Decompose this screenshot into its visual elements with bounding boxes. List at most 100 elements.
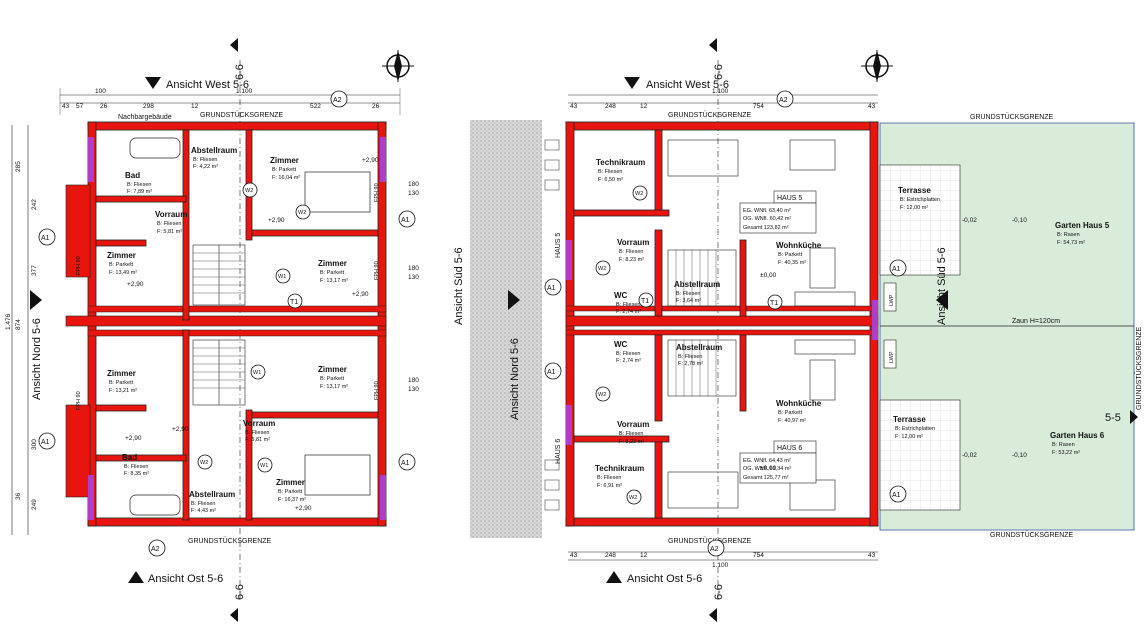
right-view-east: Ansicht Ost 5-6 bbox=[627, 573, 702, 585]
tag-t1-right-1: T1 bbox=[638, 292, 654, 308]
left-dim-12: 12 bbox=[191, 103, 199, 110]
sofa-top-2 bbox=[794, 291, 856, 307]
right-dim-43b: 43 bbox=[868, 103, 876, 110]
view-arrow-east-left bbox=[128, 571, 144, 583]
right-boundary-top: GRUNDSTÜCKSGRENZE bbox=[668, 111, 752, 119]
svg-text:B: Rasen: B: Rasen bbox=[1057, 232, 1080, 238]
svg-text:F: 7,89 m²: F: 7,89 m² bbox=[127, 189, 152, 195]
haus5-summary: HAUS 5 EG. WNfl. 63,40 m² OG. WNfl. 60,4… bbox=[739, 190, 817, 234]
room-vorraum-2: Vorraum B: Fliesen F: 5,81 m² bbox=[243, 419, 275, 443]
svg-text:A1: A1 bbox=[41, 439, 50, 446]
room-wohnkueche-r2: Wohnküche B: Parkett F: 40,97 m² bbox=[776, 399, 822, 424]
left-dim-26b: 26 bbox=[372, 103, 380, 110]
tag-a1-left-r2: A1 bbox=[544, 362, 562, 380]
right-dim-total-bottom: 1.100 bbox=[712, 562, 729, 569]
room-abstellraum-r1: Abstellraum B: Fliesen F: 3,64 m² bbox=[674, 280, 720, 304]
left-fph-4: FPH 90 bbox=[76, 391, 82, 410]
room-garten-haus6: Garten Haus 6 B: Rasen F: 53,22 m² bbox=[1050, 431, 1105, 456]
bed-top bbox=[304, 171, 371, 213]
svg-text:Vorraum: Vorraum bbox=[617, 420, 649, 429]
svg-text:B: Rasen: B: Rasen bbox=[1052, 442, 1075, 448]
svg-text:A1: A1 bbox=[41, 235, 50, 242]
svg-text:F: 8,35 m²: F: 8,35 m² bbox=[124, 471, 149, 477]
svg-text:W2: W2 bbox=[598, 392, 606, 398]
svg-text:B: Estrichplatten: B: Estrichplatten bbox=[895, 426, 935, 432]
terrace-top bbox=[879, 164, 961, 276]
svg-text:B: Parkett: B: Parkett bbox=[278, 489, 303, 495]
view-arrow-south-right bbox=[936, 290, 948, 310]
left-dim-43: 43 bbox=[62, 103, 70, 110]
svg-text:Garten Haus 6: Garten Haus 6 bbox=[1050, 431, 1105, 440]
compass-icon-left bbox=[382, 50, 414, 82]
left-dim-522: 522 bbox=[310, 103, 321, 110]
room-technikraum-1: Technikraum B: Fliesen F: 6,50 m² bbox=[596, 158, 645, 183]
svg-text:B: Fliesen: B: Fliesen bbox=[598, 169, 622, 175]
room-zimmer-2: Zimmer B: Parkett F: 13,49 m² bbox=[107, 251, 137, 276]
svg-text:B: Fliesen: B: Fliesen bbox=[157, 221, 181, 227]
svg-text:F: 6,50 m²: F: 6,50 m² bbox=[598, 177, 623, 183]
svg-text:B: Parkett: B: Parkett bbox=[320, 270, 345, 276]
svg-text:B: Fliesen: B: Fliesen bbox=[191, 501, 215, 507]
haus6-vertical: HAUS 6 bbox=[555, 439, 562, 464]
svg-text:Vorraum: Vorraum bbox=[155, 210, 187, 219]
svg-text:F: 12,00 m²: F: 12,00 m² bbox=[900, 205, 928, 211]
svg-text:F: 8,23 m²: F: 8,23 m² bbox=[619, 439, 644, 445]
table-top bbox=[789, 139, 836, 171]
svg-text:F: 4,22 m²: F: 4,22 m² bbox=[193, 164, 218, 170]
right-dim-total: 1.100 bbox=[712, 88, 729, 95]
svg-text:Zimmer: Zimmer bbox=[270, 156, 299, 165]
tag-w2-right-1: W2 bbox=[632, 185, 648, 201]
svg-text:HAUS 6: HAUS 6 bbox=[777, 445, 802, 452]
svg-text:W2: W2 bbox=[245, 188, 253, 194]
right-section-bottom: 6-6 bbox=[713, 584, 725, 600]
left-vdim-0: 285 bbox=[15, 161, 22, 172]
svg-text:A1: A1 bbox=[892, 266, 901, 273]
left-win-dim-2: 130 bbox=[408, 190, 419, 197]
svg-text:F: 12,00 m²: F: 12,00 m² bbox=[895, 434, 923, 440]
svg-text:HAUS 5: HAUS 5 bbox=[777, 195, 802, 202]
svg-text:Vorraum: Vorraum bbox=[617, 238, 649, 247]
tag-t1-left-1: T1 bbox=[287, 293, 303, 309]
left-level-1: +2,90 bbox=[268, 217, 285, 224]
right-bdim-248: 248 bbox=[605, 552, 616, 559]
right-boundary-side: GRUNDSTÜCKSGRENZE bbox=[1135, 326, 1143, 410]
svg-text:B: Estrichplatten: B: Estrichplatten bbox=[900, 197, 940, 203]
tag-w2-left-3: W2 bbox=[197, 454, 213, 470]
left-level-4: +2,90 bbox=[125, 435, 142, 442]
svg-text:B: Parkett: B: Parkett bbox=[109, 380, 134, 386]
svg-text:Bad: Bad bbox=[122, 453, 137, 462]
section-marker-top-right bbox=[709, 38, 717, 52]
room-terrasse-r1: Terrasse B: Estrichplatten F: 12,00 m² bbox=[898, 186, 940, 211]
svg-text:T1: T1 bbox=[770, 300, 778, 307]
right-view-south-left: Ansicht Süd 5-6 bbox=[453, 247, 465, 325]
compass-icon-right bbox=[861, 50, 893, 82]
tag-a1-left-2: A1 bbox=[38, 432, 56, 450]
tag-a2-bottom-left: A2 bbox=[148, 539, 166, 557]
svg-text:Abstellraum: Abstellraum bbox=[674, 280, 720, 289]
svg-text:B: Fliesen: B: Fliesen bbox=[193, 157, 217, 163]
svg-text:F: 3,64 m²: F: 3,64 m² bbox=[676, 298, 701, 304]
left-level-3: +2,90 bbox=[352, 291, 369, 298]
svg-text:Zimmer: Zimmer bbox=[107, 251, 136, 260]
svg-text:F: 2,74 m²: F: 2,74 m² bbox=[616, 358, 641, 364]
svg-text:W2: W2 bbox=[598, 266, 606, 272]
section-marker-bottom-right bbox=[709, 608, 717, 622]
svg-text:F: 5,81 m²: F: 5,81 m² bbox=[245, 437, 270, 443]
fence-label: Zaun H=120cm bbox=[1012, 318, 1060, 325]
room-abstellraum-r2: Abstellraum B: Fliesen F: 2,78 m² bbox=[676, 343, 722, 367]
svg-text:A1: A1 bbox=[892, 492, 901, 499]
tag-w2-right-4: W2 bbox=[626, 489, 642, 505]
left-level-0: +2,90 bbox=[362, 157, 379, 164]
left-view-west: Ansicht West 5-6 bbox=[166, 79, 249, 91]
svg-text:A2: A2 bbox=[779, 97, 788, 104]
view-arrow-west-right bbox=[624, 77, 640, 89]
right-plan: 1.100 1.100 43 248 12 754 43 43 248 12 7… bbox=[453, 38, 1143, 622]
tag-a2-top-right: A2 bbox=[776, 90, 794, 108]
left-plan: 1.100 100 522 43 57 26 298 12 26 Ansicht… bbox=[5, 38, 419, 622]
svg-text:A1: A1 bbox=[547, 285, 556, 292]
left-fph-5: FPH 90 bbox=[374, 381, 380, 400]
left-boundary-top: GRUNDSTÜCKSGRENZE bbox=[200, 111, 284, 119]
svg-text:A2: A2 bbox=[151, 546, 160, 553]
svg-text:F: 13,21 m²: F: 13,21 m² bbox=[109, 388, 137, 394]
svg-text:W2: W2 bbox=[200, 460, 208, 466]
